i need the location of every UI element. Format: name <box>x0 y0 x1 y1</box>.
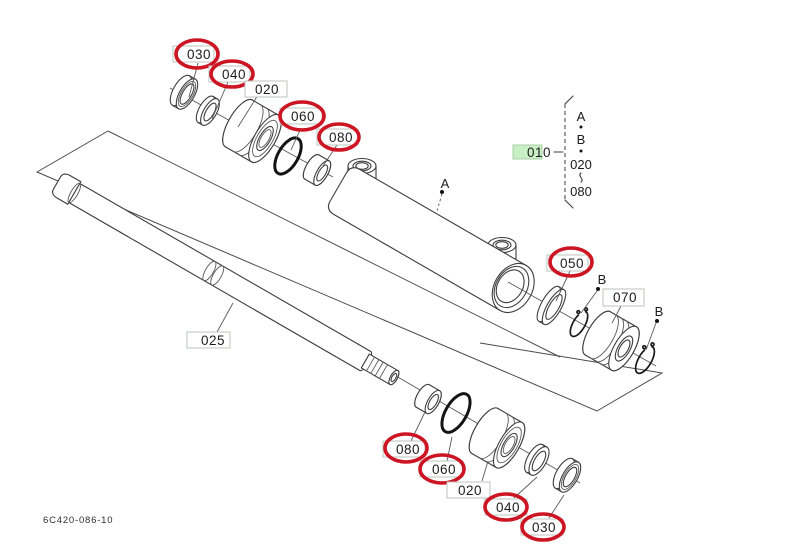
label-box <box>546 254 589 272</box>
piston-rod-drawing <box>52 173 400 386</box>
legend-view-a: A <box>577 109 586 124</box>
ref-label: 080 <box>396 442 420 457</box>
label-box <box>244 80 288 98</box>
part-drawing-080-top <box>302 154 332 186</box>
legend-dot <box>579 149 583 153</box>
ref-label: 030 <box>532 520 556 535</box>
callout-040-bottom[interactable]: 040 <box>483 492 529 522</box>
callout-080-bottom[interactable]: 080 <box>382 432 429 464</box>
red-circle-highlight <box>278 100 326 132</box>
view-b2-callout: B <box>655 304 664 323</box>
view-b-label: B <box>598 272 607 287</box>
callout-070[interactable]: 070 <box>602 288 645 307</box>
callout-020-bottom[interactable]: 020 <box>446 481 491 499</box>
label-box <box>382 440 426 458</box>
red-circle-highlight <box>209 59 255 89</box>
callout-060-bottom[interactable]: 060 <box>418 453 466 485</box>
callout-020-top[interactable]: 020 <box>244 80 288 98</box>
legend-dot <box>579 125 583 129</box>
part-drawing-snap-ring-b1 <box>569 307 589 338</box>
part-drawing-030-top <box>169 74 199 110</box>
ref-label: 020 <box>255 82 279 97</box>
legend-bracket: A B 020 080 <box>564 95 592 209</box>
part-drawing-040-top <box>195 95 220 126</box>
label-box <box>446 481 491 499</box>
view-a-label: A <box>441 176 450 191</box>
part-drawing-030-bottom <box>552 457 582 493</box>
legend-tilde-icon <box>579 172 583 183</box>
ref-label: 060 <box>432 462 456 477</box>
part-drawing-060-bottom <box>440 392 472 434</box>
view-b1-callout: B <box>596 272 606 291</box>
ref-label: 020 <box>458 483 482 498</box>
leader-dot <box>655 319 659 323</box>
cylinder-barrel-drawing <box>327 167 535 313</box>
ref-label: 025 <box>201 333 225 348</box>
legend-range-start: 020 <box>570 157 592 172</box>
selected-highlight-box <box>512 144 543 160</box>
red-circle-highlight <box>418 453 466 485</box>
part-drawing-060-top <box>273 136 303 176</box>
callout-060-top[interactable]: 060 <box>278 100 326 132</box>
part-drawing-020-bottom <box>468 407 526 469</box>
callout-030-top[interactable]: 030 <box>172 38 220 70</box>
red-circle-highlight <box>174 38 220 70</box>
red-circle-highlight <box>317 122 361 152</box>
red-circle-highlight <box>483 492 529 522</box>
legend-range-end: 080 <box>570 184 592 199</box>
drawing-number: 6C420-086-10 <box>43 515 113 526</box>
label-box <box>602 288 645 307</box>
ref-label: 040 <box>222 67 246 82</box>
callout-025-rod[interactable]: 025 <box>186 331 231 349</box>
callout-080-top[interactable]: 080 <box>316 122 361 152</box>
part-drawing-snap-ring-b2 <box>634 342 656 375</box>
ref-label: 060 <box>291 109 315 124</box>
red-circle-highlight <box>548 246 594 278</box>
ref-label: 080 <box>329 130 353 145</box>
view-b-label: B <box>655 304 664 319</box>
ref-label: 040 <box>496 500 520 515</box>
view-a-callout: A <box>440 176 450 194</box>
legend-view-b: B <box>577 132 586 147</box>
part-drawing-070-piston <box>582 310 640 372</box>
part-drawing-080-bottom <box>414 383 442 415</box>
ref-label: 030 <box>187 47 211 62</box>
callout-030-bottom[interactable]: 030 <box>520 512 566 542</box>
ref-label: 070 <box>613 290 637 305</box>
red-circle-highlight <box>383 432 429 464</box>
ref-label: 010 <box>527 145 551 160</box>
callout-010-assembly[interactable]: 010 <box>512 144 564 160</box>
leader-dot <box>440 190 444 194</box>
label-box <box>208 65 251 83</box>
callout-040-top[interactable]: 040 <box>208 59 255 89</box>
part-drawing-040-bottom <box>524 443 550 476</box>
part-drawing-050-seal <box>536 285 567 326</box>
ref-label: 050 <box>560 256 584 271</box>
leader-dot <box>596 287 600 291</box>
label-box <box>186 331 231 349</box>
red-circle-highlight <box>520 512 566 542</box>
label-box <box>172 45 215 63</box>
callout-050[interactable]: 050 <box>546 246 594 278</box>
